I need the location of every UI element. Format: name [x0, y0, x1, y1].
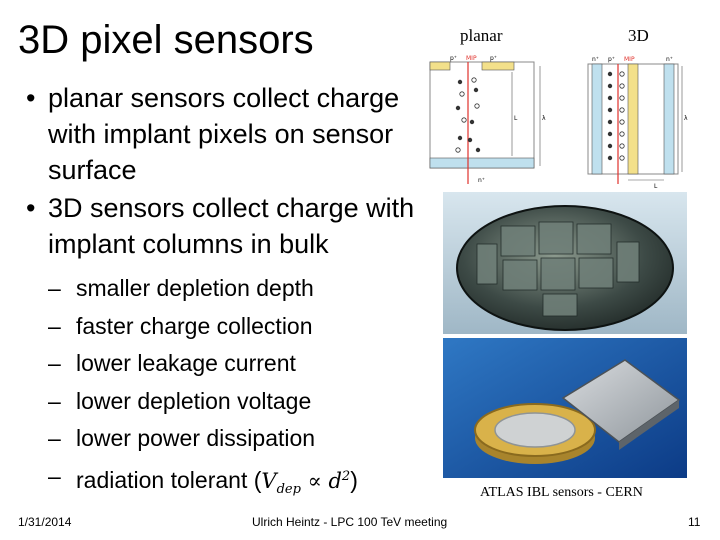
- l-label: L: [654, 183, 658, 190]
- dash: –: [48, 462, 61, 489]
- slide-title: 3D pixel sensors: [18, 18, 314, 62]
- subbullet: –lower leakage current: [26, 345, 436, 383]
- lambda-label: λ: [684, 115, 688, 122]
- bullet-text: 3D sensors collect charge with implant c…: [48, 193, 415, 259]
- subbullet-text: lower depletion voltage: [76, 387, 312, 414]
- wafer-photo: [443, 192, 687, 334]
- bullet-dot: •: [26, 193, 36, 223]
- subbullet: –smaller depletion depth: [26, 270, 436, 308]
- formula-d: d: [328, 468, 342, 493]
- formula-prop: ∝: [300, 468, 329, 493]
- dash: –: [48, 312, 61, 339]
- subbullet: –lower power dissipation: [26, 420, 436, 458]
- subbullet: –faster charge collection: [26, 308, 436, 346]
- formula-close: ): [350, 466, 358, 493]
- p-plus-label: p⁺: [608, 56, 615, 63]
- planar-label: planar: [460, 26, 503, 45]
- subbullet-text: lower power dissipation: [76, 425, 316, 451]
- sensor-coin-photo: [443, 338, 687, 478]
- mip-label: MIP: [624, 56, 635, 63]
- dash: –: [48, 275, 61, 301]
- mip-label: MIP: [466, 55, 477, 62]
- subbullet: –lower depletion voltage: [26, 383, 436, 421]
- formula-v: V: [261, 468, 277, 493]
- lambda-label: λ: [542, 115, 546, 122]
- dash: –: [48, 425, 61, 451]
- n-plus-label: n⁺: [592, 56, 599, 63]
- formula-sup: 2: [341, 468, 351, 484]
- threed-label: 3D: [628, 26, 649, 45]
- footer-date: 1/31/2014: [18, 515, 72, 529]
- n-plus-label: n⁺: [478, 177, 485, 184]
- charge-carriers: [455, 77, 481, 153]
- bullet-list: • planar sensors collect charge with imp…: [26, 80, 436, 508]
- subbullet-radiation: –radiation tolerant (Vdep ∝ d2): [26, 458, 436, 509]
- bullet-text: planar sensors collect charge with impla…: [48, 83, 400, 185]
- bullet-3d: • 3D sensors collect charge with implant…: [26, 190, 436, 262]
- p-plus-label: p⁺: [490, 55, 497, 62]
- planar-sensor-diagram: p⁺ MIP p⁺ L λ n⁺: [429, 55, 546, 184]
- charge-carriers: [607, 71, 625, 161]
- subbullet-text: lower leakage current: [76, 350, 296, 376]
- l-label: L: [514, 115, 518, 122]
- n-plus-label: n⁺: [666, 56, 673, 63]
- footer-page-number: 11: [688, 515, 701, 529]
- dash: –: [48, 350, 61, 376]
- p-plus-label: p⁺: [450, 55, 457, 62]
- formula: Vdep ∝ d2: [261, 468, 351, 497]
- dash: –: [48, 387, 61, 414]
- footer-center: Ulrich Heintz - LPC 100 TeV meeting: [252, 515, 448, 529]
- subbullet-text: faster charge collection: [76, 312, 313, 339]
- threed-sensor-diagram: n⁺ p⁺ MIP n⁺ λ L: [587, 56, 688, 190]
- subbullet-text: smaller depletion depth: [76, 275, 314, 301]
- bullet-dot: •: [26, 83, 36, 113]
- subbullet-text: radiation tolerant (: [76, 466, 262, 493]
- bullet-planar: • planar sensors collect charge with imp…: [26, 80, 436, 188]
- figure-caption: ATLAS IBL sensors - CERN: [480, 485, 643, 500]
- formula-sub: dep: [276, 481, 301, 497]
